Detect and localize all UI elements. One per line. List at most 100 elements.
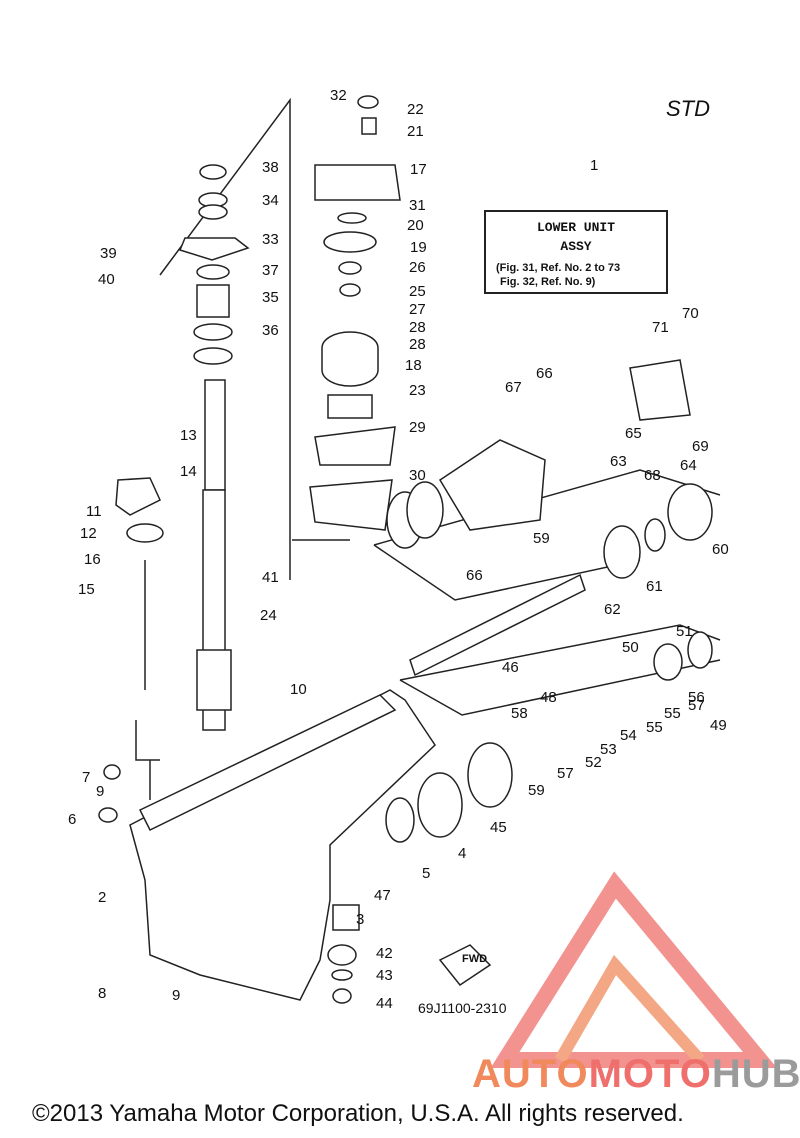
callout-51: 51 bbox=[676, 623, 693, 640]
callout-31: 31 bbox=[409, 197, 426, 214]
callout-63: 63 bbox=[610, 453, 627, 470]
callout-72: 72 bbox=[0, 0, 17, 4]
callout-33: 33 bbox=[262, 231, 279, 248]
callout-34: 34 bbox=[262, 192, 279, 209]
part-67b bbox=[406, 481, 444, 539]
drive-shaft bbox=[196, 379, 232, 731]
callout-41: 41 bbox=[262, 569, 279, 586]
callout-38: 38 bbox=[262, 159, 279, 176]
title-ref2: Fig. 32, Ref. No. 9) bbox=[500, 276, 596, 288]
callout-1: 1 bbox=[590, 157, 598, 174]
callout-29: 29 bbox=[409, 419, 426, 436]
callout-14: 14 bbox=[180, 463, 197, 480]
part-27 bbox=[338, 261, 362, 275]
part-47 bbox=[467, 742, 513, 808]
callout-43: 43 bbox=[376, 967, 393, 984]
callout-9: 9 bbox=[172, 987, 180, 1004]
callout-23: 23 bbox=[409, 382, 426, 399]
part-61 bbox=[667, 483, 713, 541]
part-62 bbox=[603, 525, 641, 579]
part-35b bbox=[198, 204, 228, 220]
part-44 bbox=[327, 944, 357, 966]
callout-18: 18 bbox=[405, 357, 422, 374]
part-20 bbox=[323, 231, 377, 253]
callout-28: 28 bbox=[409, 336, 426, 353]
watermark-part1: AUTO bbox=[472, 1052, 589, 1096]
part-4 bbox=[417, 772, 463, 838]
callout-64: 64 bbox=[680, 457, 697, 474]
callout-54: 54 bbox=[620, 727, 637, 744]
watermark-part2: MOTO bbox=[588, 1052, 712, 1096]
title-box: LOWER UNIT ASSY (Fig. 31, Ref. No. 2 to … bbox=[484, 210, 668, 294]
watermark-part3: HUB bbox=[711, 1052, 800, 1096]
part-37 bbox=[193, 323, 233, 341]
part-24 bbox=[327, 394, 373, 419]
callout-48: 48 bbox=[540, 689, 557, 706]
callout-57: 57 bbox=[557, 765, 574, 782]
part-6 bbox=[98, 807, 118, 823]
callout-56: 56 bbox=[688, 689, 705, 706]
callout-58: 58 bbox=[511, 705, 528, 722]
callout-16: 16 bbox=[84, 551, 101, 568]
callout-12: 12 bbox=[80, 525, 97, 542]
callout-45: 45 bbox=[490, 819, 507, 836]
callout-21: 21 bbox=[407, 123, 424, 140]
part-18 bbox=[314, 164, 401, 201]
part-52 bbox=[653, 643, 683, 681]
part-30 bbox=[314, 426, 396, 466]
part-46 bbox=[332, 988, 352, 1004]
callout-57: 57 bbox=[688, 697, 705, 714]
part-21 bbox=[337, 212, 367, 224]
title-ref1: (Fig. 31, Ref. No. 2 to 73 bbox=[496, 262, 621, 274]
callout-46: 46 bbox=[502, 659, 519, 676]
callout-65: 65 bbox=[625, 425, 642, 442]
callout-labels: 1234567899101112131415161718192021222324… bbox=[0, 0, 729, 1012]
lower-unit-housing bbox=[129, 689, 436, 1001]
callout-59: 59 bbox=[528, 782, 545, 799]
callout-47: 47 bbox=[374, 887, 391, 904]
part-7 bbox=[103, 764, 121, 780]
callout-60: 60 bbox=[712, 541, 729, 558]
callout-22: 22 bbox=[407, 101, 424, 118]
part-64 bbox=[644, 518, 666, 552]
std-label: STD bbox=[666, 96, 710, 121]
part-12 bbox=[126, 523, 164, 543]
callout-3: 3 bbox=[356, 911, 364, 928]
callout-62: 62 bbox=[604, 601, 621, 618]
part-5 bbox=[385, 797, 415, 843]
callout-37: 37 bbox=[262, 262, 279, 279]
callout-73: 73 bbox=[0, 0, 17, 4]
callout-9: 9 bbox=[96, 783, 104, 800]
callout-68: 68 bbox=[644, 467, 661, 484]
callout-6: 6 bbox=[68, 811, 76, 828]
part-31 bbox=[309, 479, 393, 531]
part-19 bbox=[321, 331, 379, 387]
part-36 bbox=[196, 284, 230, 318]
callout-11: 11 bbox=[86, 503, 102, 520]
part-39 bbox=[196, 264, 230, 280]
callout-2: 2 bbox=[98, 889, 106, 906]
part-40 bbox=[199, 164, 227, 180]
watermark-logo bbox=[490, 871, 778, 1068]
part-71 bbox=[629, 359, 691, 421]
callout-10: 10 bbox=[290, 681, 307, 698]
callout-5: 5 bbox=[422, 865, 430, 882]
callout-28: 28 bbox=[409, 319, 426, 336]
part-34 bbox=[178, 237, 250, 261]
fwd-arrow bbox=[438, 944, 492, 987]
part-11 bbox=[115, 477, 161, 516]
callout-17: 17 bbox=[410, 161, 427, 178]
part-53 bbox=[687, 631, 713, 669]
callout-39: 39 bbox=[100, 245, 117, 262]
callout-19: 19 bbox=[410, 239, 427, 256]
watermark-text: AUTOMOTOHUB bbox=[472, 1052, 800, 1097]
callout-71: 71 bbox=[652, 319, 669, 336]
part-3 bbox=[332, 904, 360, 931]
callout-7: 7 bbox=[82, 769, 90, 786]
callout-24: 24 bbox=[260, 607, 277, 624]
callout-36: 36 bbox=[262, 322, 279, 339]
callout-25: 25 bbox=[409, 283, 426, 300]
callout-55: 55 bbox=[646, 719, 663, 736]
callout-69: 69 bbox=[692, 438, 709, 455]
